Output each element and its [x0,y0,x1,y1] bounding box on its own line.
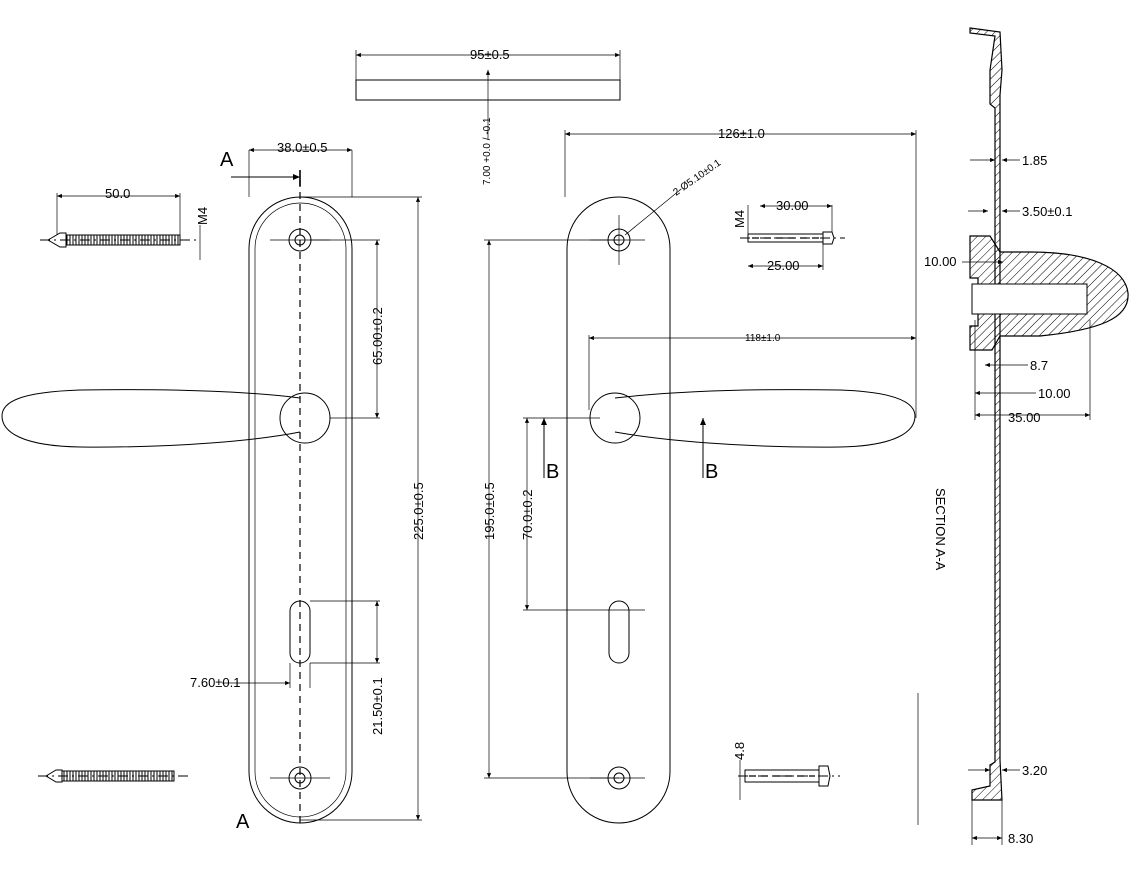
section-a-label-bottom: A [236,811,250,833]
handle-to-slot-label: 70.0±0.2 [520,489,535,540]
sec-1-85: 1.85 [1022,153,1047,168]
screw-length-label: 50.0 [105,186,130,201]
overall-length-label: 225.0±0.5 [411,482,426,540]
sec-10-00-a: 10.00 [924,254,957,269]
sec-10-00-b: 10.00 [1038,386,1071,401]
bolt-shank-label: 25.00 [767,258,800,273]
hole-spacing-label: 195.0±0.5 [482,482,497,540]
slot-width-label: 7.60±0.1 [190,675,241,690]
top-view: 95±0.5 7.00 +0.0 / -0.1 [355,47,621,185]
key-slot-2 [608,600,630,664]
sec-8-7: 8.7 [1030,358,1048,373]
top-thickness-label: 7.00 +0.0 / -0.1 [482,117,493,185]
front-view-left: 38.0±0.5 A A 65.00±0.2 225.0±0.5 21.50±0… [1,140,426,833]
screw-top: 50.0 M4 [40,186,210,260]
sec-3-20: 3.20 [1022,763,1047,778]
backplate-outline-2 [566,196,671,824]
hole-to-handle-label: 65.00±0.2 [370,307,385,365]
bolt: 30.00 25.00 M4 [732,198,845,273]
front-view-center: 126±1.0 2-Ø5.10±0.1 118±1.0 195.0±0.5 70… [482,126,917,824]
screw-bottom [38,769,190,783]
sec-3-50: 3.50±0.1 [1022,204,1073,219]
section-view: 1.85 3.50±0.1 10.00 8.7 10.00 35.00 3.20… [917,27,1129,846]
hole-callout-label: 2-Ø5.10±0.1 [671,157,723,198]
screw-thread-label: M4 [195,207,210,225]
pin-dia-label: 4.8 [732,742,747,760]
section-b-label-right: B [705,461,718,483]
plate-width-label: 38.0±0.5 [277,140,328,155]
spindle-hole [971,283,1088,315]
lever-handle [1,389,301,448]
sec-35-00: 35.00 [1008,410,1041,425]
section-b-label-left: B [546,461,559,483]
lever-handle-2 [614,389,916,448]
handle-length-label: 118±1.0 [745,333,781,344]
bolt-thread-label: M4 [732,210,747,228]
key-slot [289,600,311,664]
sec-8-30: 8.30 [1008,831,1033,846]
slot-length-label: 21.50±0.1 [370,677,385,735]
pin: 4.8 [732,742,840,800]
section-a-label-top: A [220,149,234,171]
total-width-label: 126±1.0 [718,126,765,141]
bolt-length-label: 30.00 [776,198,809,213]
section-title: SECTION A-A [933,488,948,571]
handle-rose [279,392,331,444]
top-width-label: 95±0.5 [470,47,510,62]
